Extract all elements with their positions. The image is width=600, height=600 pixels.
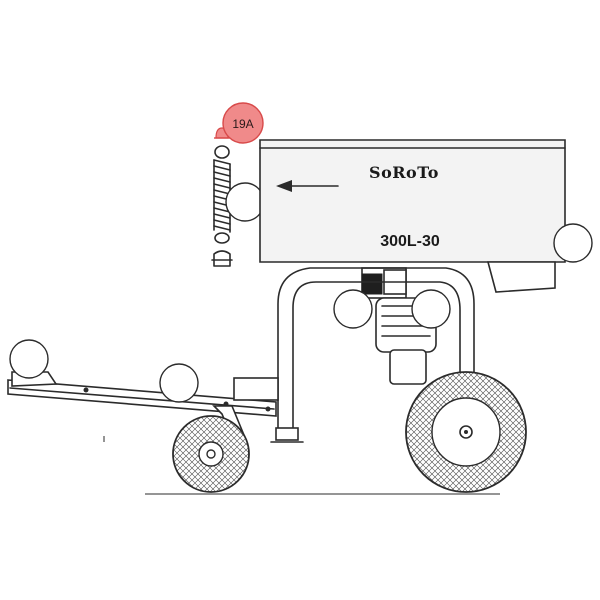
callout-spring[interactable] <box>225 182 265 222</box>
tow-bar <box>7 371 279 417</box>
frame-foot <box>275 427 299 441</box>
callout-hitch[interactable] <box>9 339 49 379</box>
frame-arch-inner <box>292 281 461 433</box>
callout-19a[interactable]: 19A <box>222 102 264 144</box>
mixer-drum: SoRoTo 300L-30 <box>259 139 566 263</box>
model-label: 300L-30 <box>380 233 440 250</box>
callout-drum-right[interactable] <box>553 223 593 263</box>
spring-bottom-loop <box>214 232 230 244</box>
caster-wheel-hub <box>206 449 216 459</box>
spring-coils <box>213 159 231 233</box>
direction-arrow-head <box>276 180 292 192</box>
support-frame <box>270 267 475 443</box>
callout-19a-label: 19A <box>232 117 253 131</box>
callout-tow-bar[interactable] <box>159 363 199 403</box>
callout-motor-left[interactable] <box>333 289 373 329</box>
tow-bracket <box>233 377 279 401</box>
spring-top-loop <box>214 145 230 159</box>
front-caster <box>172 405 250 493</box>
drum-body <box>259 139 566 263</box>
spring-assembly <box>211 127 233 267</box>
callout-motor-right[interactable] <box>411 289 451 329</box>
rear-wheel <box>405 371 527 493</box>
brand-label: SoRoTo <box>369 163 439 182</box>
frame-arch-outer <box>277 267 475 433</box>
callout-19a-circle[interactable] <box>222 102 264 144</box>
motor-gearbox <box>361 261 556 385</box>
spring-shackle <box>213 250 231 267</box>
